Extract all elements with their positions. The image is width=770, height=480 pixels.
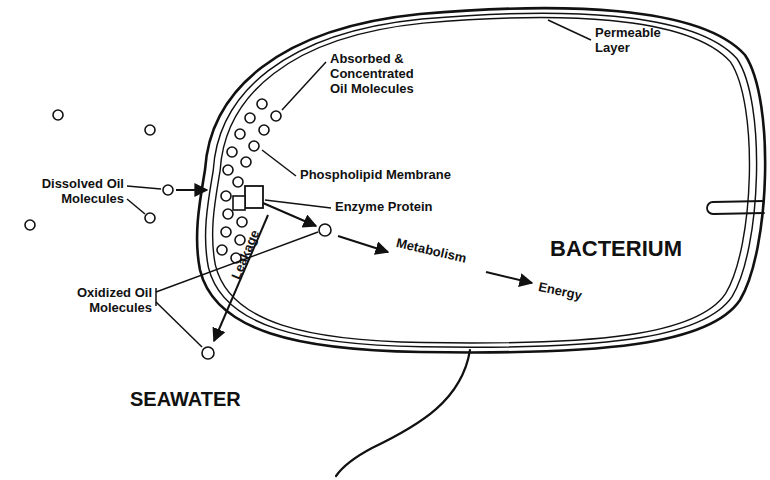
leader-lines: [127, 20, 591, 347]
part-label: Absorbed & Concentrated Oil Molecules: [330, 52, 430, 97]
part-label: Oxidized Oil Molecules: [34, 286, 152, 316]
part-label: Permeable Layer: [595, 26, 675, 56]
process-arrows: [176, 190, 532, 341]
process-label: Leakage: [229, 212, 270, 282]
oil-molecules: [25, 99, 331, 359]
cell-name: BACTERIUM: [550, 236, 682, 261]
part-label: Dissolved Oil Molecules: [6, 177, 124, 207]
bacterium-cell: BACTERIUM: [190, 0, 770, 362]
part-label: Phospholipid Membrane: [300, 168, 500, 183]
cell-outline: [190, 0, 770, 362]
permeable-layer: [197, 8, 765, 352]
process-label: Energy: [537, 280, 609, 309]
part-label: Enzyme Protein: [335, 200, 465, 215]
region-label: SEAWATER: [130, 388, 290, 411]
phospholipid-membrane: [213, 18, 750, 343]
process-label: Metabolism: [395, 236, 496, 273]
enzyme-protein: [233, 196, 245, 210]
enzyme-protein: [245, 186, 263, 208]
phospholipid-membrane: [206, 13, 757, 347]
flagellum: [336, 350, 470, 476]
